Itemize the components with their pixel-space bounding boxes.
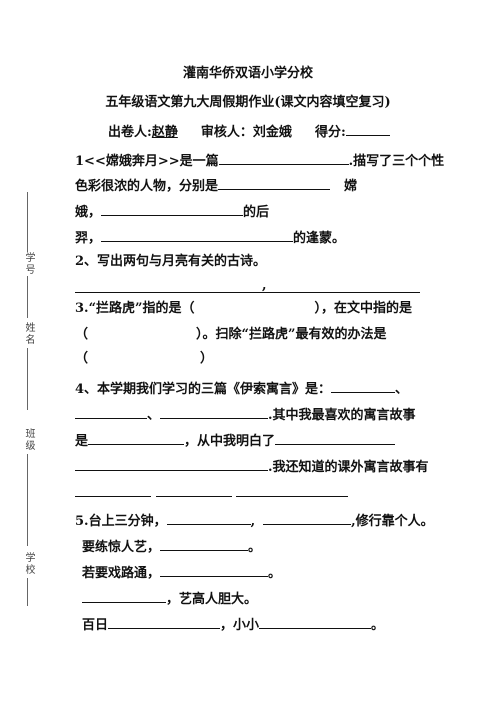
margin-line [27,348,28,410]
answer-blank[interactable] [108,615,221,629]
question-1-line-1: 1<<嫦娥奔月>>是一篇 .描写了三个个性 [75,151,444,170]
q4-text-a: 4、本学期我们学习的三篇《伊索寓言》是： [75,382,332,397]
reviewer: 审核人：刘金娥 [200,125,292,140]
question-4-line-5 [75,483,349,502]
answer-blank[interactable] [218,151,349,165]
q4-text-e: 是 [75,434,89,449]
q5-text-j: ，小小 [220,618,260,633]
q5-text-g: 。 [268,566,282,581]
question-5-line-3: 若要戏路通， 。 [82,563,281,582]
q5-text-d: 要练惊人艺， [82,540,161,555]
question-4-line-3: 是 ，从中我明白了 [75,431,396,450]
question-4-line-4: .我还知道的课外寓言故事有 [75,457,429,476]
q3-text-a: 3.“拦路虎”指的是（ [75,301,195,316]
answer-line[interactable] [75,292,420,293]
question-2: 2、写出两句与月亮有关的古诗。 [75,254,267,269]
q3-text-c: （ [75,327,89,342]
q5-text-k: 。 [371,618,385,633]
answer-blank[interactable] [160,537,249,551]
q1-text-a: 1<<嫦娥奔月>>是一篇 [75,154,219,169]
q2-comma: , [262,278,267,293]
worksheet-title: 五年级语文第九大周假期作业(课文内容填空复习) [105,95,391,110]
margin-line [27,192,28,252]
question-1-line-3: 娥， 的后 [75,202,269,221]
margin-label-student-number: 学号 [23,252,34,276]
answer-blank[interactable] [160,563,269,577]
q4-text-d: .其中我最喜欢的寓言故事 [268,408,416,423]
answer-blank[interactable] [75,405,147,419]
q1-text-b: .描写了三个个性 [348,154,445,169]
question-3-line-3: （） [75,351,213,367]
q1-text-c: 色彩很浓的人物，分别是 [75,179,219,194]
margin-label-school: 学校 [23,552,34,576]
answer-blank[interactable] [160,405,269,419]
answer-blank[interactable] [275,431,396,445]
q3-text-d: ）。扫除“拦路虎”最有效的办法是 [196,327,387,342]
answer-blank[interactable] [331,379,396,393]
q5-text-a: 5.台上三分钟， [75,514,167,529]
score-blank[interactable] [345,122,390,136]
q4-text-c: 、 [147,408,161,423]
question-4-line-2: 、 .其中我最喜欢的寓言故事 [75,405,416,424]
q5-text-i: 百日 [82,618,109,633]
question-1-line-2: 色彩很浓的人物，分别是 嫦 [75,176,357,195]
answer-blank[interactable] [101,202,244,216]
answer-blank[interactable] [236,483,349,497]
margin-line [27,578,28,606]
answer-blank[interactable] [75,457,268,471]
q5-text-c: ,修行靠个人。 [351,514,434,529]
question-4-line-1: 4、本学期我们学习的三篇《伊索寓言》是： 、 [75,379,408,398]
q4-text-b: 、 [395,382,409,397]
answer-blank[interactable] [259,615,372,629]
answer-blank[interactable] [218,176,331,190]
q5-text-f: 若要戏路通， [82,566,161,581]
school-name: 灌南华侨双语小学分校 [182,66,313,81]
question-5-line-2: 要练惊人艺， 。 [82,537,261,556]
header-info: 出卷人:赵静 审核人：刘金娥 得分: [108,122,390,141]
margin-line [27,276,28,318]
question-3-line-2: （ ）。扫除“拦路虎”最有效的办法是 [75,327,386,343]
margin-label-name: 姓名 [23,322,34,346]
q3-text-b: ），在文中指的是 [314,301,413,316]
author-label: 出卷人: [108,125,152,140]
q1-text-e: 娥， [75,205,102,220]
q1-text-h: 的逢蒙。 [293,231,346,246]
margin-label-class: 班级 [23,428,34,452]
q3-text-e: （ [75,351,89,366]
author-name: 赵静 [151,125,178,140]
q3-text-f: ） [200,351,214,366]
answer-blank[interactable] [263,511,352,525]
answer-blank[interactable] [88,431,185,445]
question-3-line-1: 3.“拦路虎”指的是（ ），在文中指的是 [75,301,412,317]
answer-blank[interactable] [166,511,251,525]
question-5-line-5: 百日 ，小小 。 [82,615,384,634]
q1-text-g: 羿， [75,231,102,246]
q1-text-f: 的后 [243,205,270,220]
score-label: 得分: [314,125,346,140]
answer-blank[interactable] [101,228,294,242]
answer-blank[interactable] [155,483,232,497]
q5-text-b: , [250,514,256,529]
q5-text-e: 。 [248,540,262,555]
answer-blank[interactable] [75,483,151,497]
q4-text-f: ，从中我明白了 [184,434,276,449]
question-5-line-1: 5.台上三分钟，, ,修行靠个人。 [75,511,434,530]
q1-text-d: 嫦 [344,179,358,194]
question-1-line-4: 羿， 的逢蒙。 [75,228,345,247]
q5-text-h: ，艺高人胆大。 [166,592,258,607]
answer-blank[interactable] [82,589,166,603]
q4-text-g: .我还知道的课外寓言故事有 [268,460,429,475]
margin-line [27,454,28,546]
question-5-line-4: ，艺高人胆大。 [82,589,257,608]
